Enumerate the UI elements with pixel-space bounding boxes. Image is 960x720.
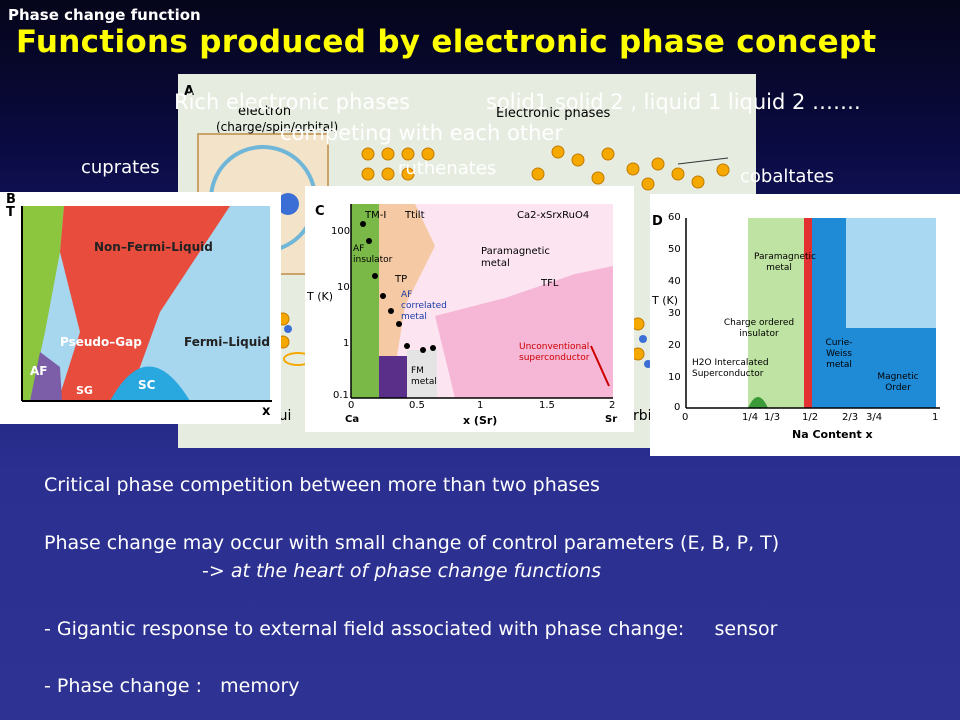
panel-c-phase-diagram <box>305 186 634 432</box>
ruthenates-label: ruthenates <box>398 158 497 179</box>
phase-list-label: solid1 solid 2 , liquid 1 liquid 2 ……. <box>486 90 861 114</box>
region-h2o-superconductor: H2O Intercalated Superconductor <box>692 358 769 379</box>
panel-c-y-tick: 100 <box>331 226 351 237</box>
panel-a-electron-label: electron <box>238 104 292 119</box>
body-line-sensor: - Gigantic response to external field as… <box>44 618 778 640</box>
region-paramagnetic-metal: Paramagnetic metal <box>481 246 550 269</box>
panel-b-cuprates: B T x Non–Fermi–Liquid Pseudo–Gap Fermi–… <box>0 192 281 424</box>
panel-d-y-tick: 0 <box>674 402 681 413</box>
panel-c-x-tick: 1.5 <box>539 400 555 411</box>
region-af: AF <box>30 364 48 378</box>
marker-ttilt: Ttilt <box>405 210 425 221</box>
panel-c-letter: C <box>315 204 325 219</box>
panel-c-x-end-left: Ca <box>345 414 360 425</box>
panel-c-x-label: x (Sr) <box>463 414 498 427</box>
panel-b-axis-t: T <box>6 205 15 220</box>
panel-c-y-tick: 0.1 <box>333 390 349 401</box>
panel-d-x-tick: 1/4 <box>742 412 759 423</box>
region-pseudo-gap: Pseudo–Gap <box>60 335 142 349</box>
panel-c-x-end-right: Sr <box>605 414 618 425</box>
panel-d-y-tick: 40 <box>668 276 681 287</box>
body-line-memory: - Phase change : memory <box>44 675 300 697</box>
region-af-insulator: AF insulator <box>353 244 393 265</box>
panel-c-x-tick: 2 <box>609 400 616 411</box>
panel-d-letter: D <box>652 214 663 229</box>
panel-a-fragment-right: rbi <box>633 408 652 424</box>
panel-d-y-tick: 50 <box>668 244 681 255</box>
slide-title: Functions produced by electronic phase c… <box>16 24 877 60</box>
region-sg: SG <box>76 384 93 397</box>
panel-d-y-label: T (K) <box>652 294 679 307</box>
region-sc: SC <box>138 378 156 392</box>
panel-c-ruthenates: C Ca2-xSrxRuO4 T (K) 100 10 1 0.1 0 0.5 … <box>305 186 634 432</box>
panel-d-x-tick: 2/3 <box>842 412 859 423</box>
region-curie-weiss-metal: Curie-Weiss metal <box>825 338 853 370</box>
marker-tp: TP <box>395 274 408 285</box>
panel-c-y-tick: 10 <box>337 282 350 293</box>
panel-d-cobaltates: D T (K) 60 50 40 30 20 10 0 0 1/4 1/3 1/… <box>650 194 960 456</box>
panel-d-x-label: Na Content x <box>792 428 873 441</box>
panel-c-x-tick: 1 <box>477 400 484 411</box>
section-label: Phase change function <box>8 6 201 24</box>
region-fermi-liquid: Fermi–Liquid <box>184 335 270 349</box>
panel-d-y-tick: 20 <box>668 340 681 351</box>
panel-a-electronic-phases-label: Electronic phases <box>496 106 611 121</box>
region-non-fermi-liquid: Non–Fermi–Liquid <box>94 240 213 254</box>
panel-c-y-label: T (K) <box>307 290 334 303</box>
region-fm-metal: FM metal <box>411 366 437 387</box>
panel-d-x-tick: 1/3 <box>764 412 781 423</box>
region-unconventional-superconductor: Unconventional superconductor <box>519 342 590 363</box>
region-af-correlated-metal: AF correlated metal <box>401 290 447 322</box>
competing-label: competing with each other <box>280 121 563 145</box>
marker-tm-i: TM-I <box>365 210 387 221</box>
panel-c-formula: Ca2-xSrxRuO4 <box>517 210 590 221</box>
body-line-critical-competition: Critical phase competition between more … <box>44 474 600 496</box>
body-line-heart-of-functions: -> at the heart of phase change function… <box>202 560 601 582</box>
region-charge-ordered-insulator: Charge ordered insulator <box>723 318 795 339</box>
panel-c-x-tick: 0 <box>348 400 355 411</box>
cuprates-label: cuprates <box>81 157 160 178</box>
panel-b-axis-x: x <box>262 404 271 419</box>
panel-d-y-tick: 30 <box>668 308 681 319</box>
marker-tfl: TFL <box>541 278 559 289</box>
cobaltates-label: cobaltates <box>740 166 834 187</box>
panel-d-x-tick: 1 <box>932 412 939 423</box>
panel-d-phase-diagram <box>650 194 960 456</box>
region-magnetic-order: Magnetic Order <box>877 372 919 393</box>
panel-c-y-tick: 1 <box>343 338 350 349</box>
panel-d-y-tick: 60 <box>668 212 681 223</box>
panel-b-phase-diagram <box>0 192 281 424</box>
panel-d-x-tick: 0 <box>682 412 689 423</box>
panel-a-letter: A <box>184 84 195 99</box>
arrow-text: -> <box>202 560 225 582</box>
panel-d-x-tick: 3/4 <box>866 412 883 423</box>
body-line-control-parameters: Phase change may occur with small change… <box>44 532 780 554</box>
panel-c-x-tick: 0.5 <box>409 400 425 411</box>
panel-a-dof-label: (charge/spin/orbital) <box>216 120 339 134</box>
panel-d-x-tick: 1/2 <box>802 412 819 423</box>
region-paramagnetic-metal-d: Paramagnetic metal <box>754 252 816 273</box>
panel-d-y-tick: 10 <box>668 372 681 383</box>
panel-b-letter: B <box>6 192 16 207</box>
heart-text: at the heart of phase change functions <box>230 560 602 582</box>
rich-phases-label: Rich electronic phases <box>174 90 411 114</box>
